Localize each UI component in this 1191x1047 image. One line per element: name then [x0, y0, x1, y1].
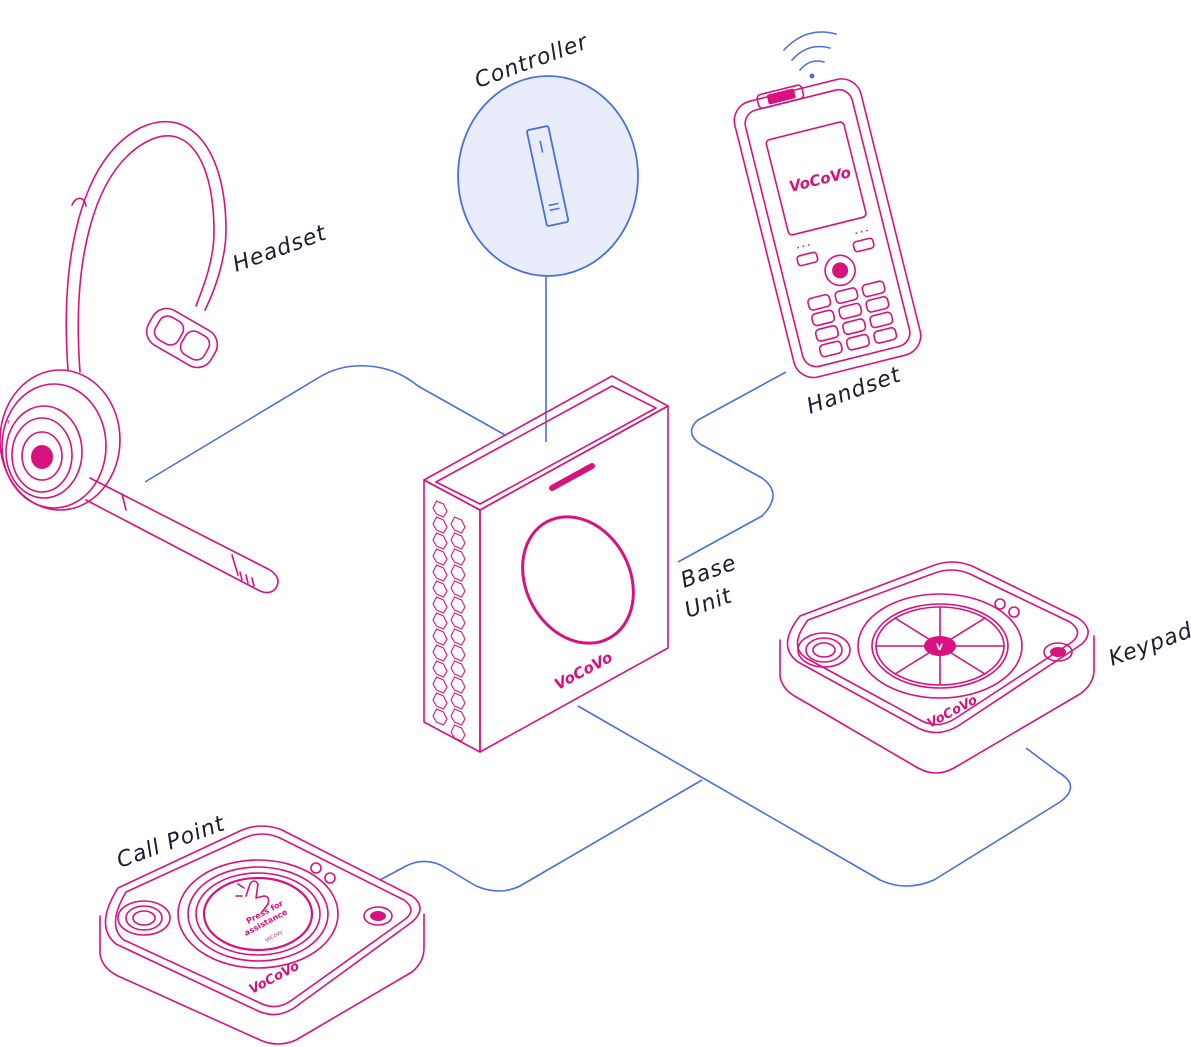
grille-cell: [450, 612, 466, 630]
grille-cell: [432, 628, 448, 646]
grille-cell: [450, 532, 466, 550]
grille-cell: [450, 708, 466, 726]
hand-pointer-icon: [235, 880, 270, 913]
grille-cell: [432, 580, 448, 598]
svg-text:V: V: [936, 643, 943, 653]
grille-cell: [432, 532, 448, 550]
headset: + - Headset: [0, 121, 331, 594]
svg-text:-: -: [6, 457, 8, 464]
call-point: Press for assistance VoCoVo VoCoVo Call …: [99, 811, 425, 1045]
wifi-signal-icon: [783, 31, 837, 79]
grille-cell: [432, 500, 448, 518]
keypad: V VoCoVo Keypad: [779, 561, 1191, 774]
handset-logo: VoCoVo: [787, 163, 852, 196]
keypad-connection: [577, 705, 1072, 887]
base-unit: VoCoVo Base Unit: [423, 375, 740, 753]
headset-connection: [144, 364, 506, 483]
headset-label: Headset: [230, 220, 331, 277]
speech-bubble-icon: [363, 906, 393, 926]
grille-cell: [450, 724, 466, 742]
callpoint-connection: [379, 779, 703, 892]
grille-cell: [432, 660, 448, 678]
handset: VoCoVo • • • • • • Handset: [733, 31, 922, 420]
svg-text:+: +: [6, 419, 11, 426]
grille-cell: [450, 516, 466, 534]
grille-cell: [432, 612, 448, 630]
call-point-label: Call Point: [114, 811, 230, 873]
grille-cell: [432, 676, 448, 694]
grille-cell: [432, 516, 448, 534]
grille-cell: [432, 596, 448, 614]
svg-text:• • •: • • •: [796, 242, 812, 252]
grille-cell: [450, 596, 466, 614]
grille-cell: [432, 708, 448, 726]
grille-cell: [450, 580, 466, 598]
keypad-label: Keypad: [1106, 618, 1191, 671]
grille-cell: [432, 692, 448, 710]
controller-bubble: [457, 75, 639, 277]
grille-cell: [450, 564, 466, 582]
grille-cell: [432, 644, 448, 662]
connections: [144, 260, 1072, 892]
controller-server-icon: [526, 125, 570, 227]
grille-cell: [450, 628, 466, 646]
grille-cell: [450, 644, 466, 662]
grille-cell: [432, 548, 448, 566]
controller: Controller: [457, 29, 639, 277]
handset-connection: [677, 371, 787, 563]
svg-text:• • •: • • •: [854, 227, 870, 237]
base-unit-grille: [432, 500, 466, 742]
grille-cell: [450, 692, 466, 710]
grille-cell: [450, 660, 466, 678]
call-point-logo: VoCoVo: [247, 959, 302, 998]
base-unit-logo: VoCoVo: [551, 648, 615, 693]
handset-label: Handset: [804, 362, 906, 419]
grille-cell: [432, 564, 448, 582]
grille-cell: [450, 548, 466, 566]
call-point-button-logo: VoCoVo: [264, 930, 283, 944]
grille-cell: [450, 676, 466, 694]
